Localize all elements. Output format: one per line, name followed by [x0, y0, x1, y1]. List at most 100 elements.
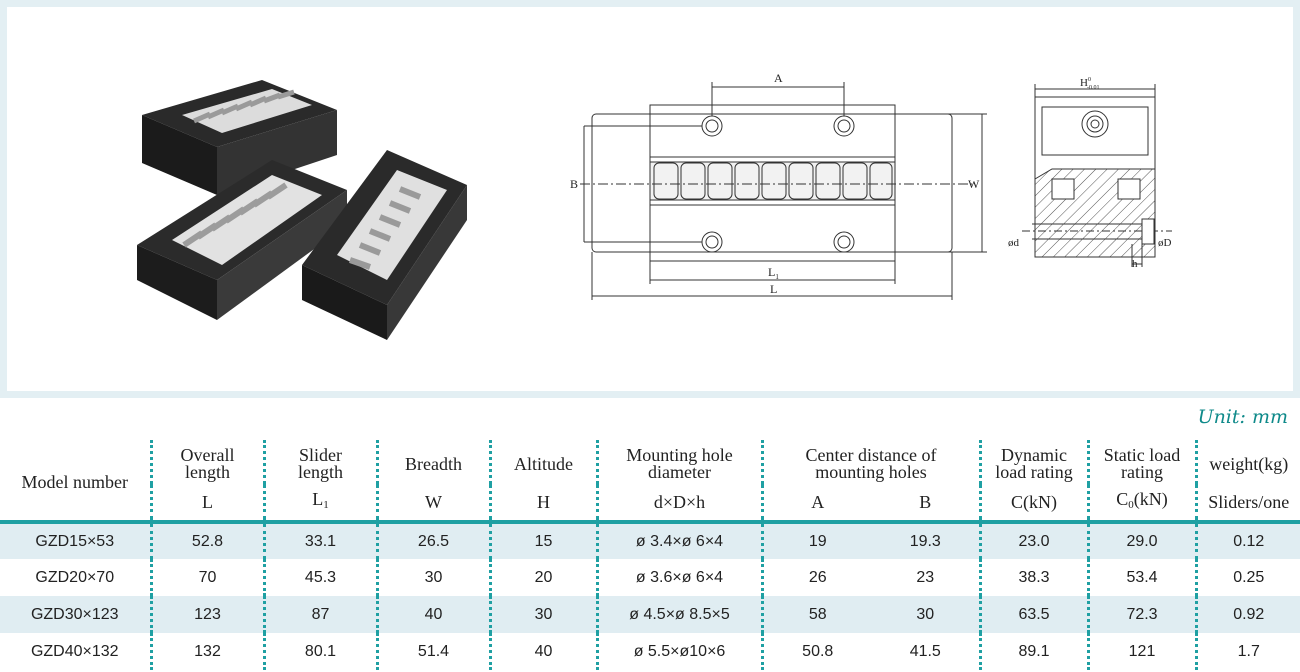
table-row: GZD20×70 70 45.3 30 20 ø 3.6×ø 6×4 26 23…: [0, 559, 1300, 596]
header-symbol-c: C(kN): [980, 484, 1090, 524]
cell-weight: 1.7: [1196, 633, 1300, 670]
slider-block-right: [302, 150, 467, 340]
cell-center-a: 58: [762, 596, 872, 633]
dim-label-h: H0 -0.01: [1080, 77, 1099, 91]
cell-center-a: 19: [762, 522, 872, 559]
cell-dynamic-load: 89.1: [980, 633, 1090, 670]
dim-label-h-main: H: [1080, 77, 1088, 89]
dim-label-h-tol-top: 0: [1088, 77, 1091, 83]
side-view-drawing: H0 -0.01 ød øD h: [1008, 77, 1172, 270]
header-weight: weight(kg): [1196, 440, 1300, 484]
header-center-distance-line1: Center distance of: [805, 445, 937, 465]
dim-label-b: B: [570, 177, 578, 191]
header-symbol-c0: C0(kN): [1088, 484, 1198, 524]
cell-static-load: 53.4: [1088, 559, 1198, 596]
cell-center-b: 30: [872, 596, 982, 633]
header-mounting-hole-line2: diameter: [648, 462, 711, 482]
slider-block-left: [137, 160, 347, 320]
header-model-number-text: Model number: [21, 471, 128, 492]
header-static-load-line1: Static load: [1103, 445, 1181, 465]
cell-breadth: 26.5: [377, 522, 492, 559]
unit-label: Unit: mm: [1197, 406, 1288, 428]
cell-slider-length: 33.1: [264, 522, 379, 559]
header-symbol-sliders: Sliders/one: [1196, 484, 1300, 524]
cell-overall-length: 70: [151, 559, 266, 596]
cell-slider-length: 45.3: [264, 559, 379, 596]
header-altitude: Altitude: [490, 440, 599, 484]
header-breadth: Breadth: [377, 440, 492, 484]
product-panel: A B W L1 L: [0, 0, 1300, 398]
cell-overall-length: 132: [151, 633, 266, 670]
slider-block-back: [142, 80, 337, 195]
header-symbol-h-text: H: [537, 491, 550, 512]
header-symbol-l1-text: L: [312, 488, 324, 509]
dim-label-l: L: [770, 282, 777, 296]
header-symbol-b: B: [872, 484, 982, 524]
cell-static-load: 29.0: [1088, 522, 1198, 559]
dim-label-a: A: [774, 71, 783, 85]
dim-label-l1: L1: [768, 265, 779, 281]
cell-weight: 0.12: [1196, 522, 1300, 559]
cell-overall-length: 52.8: [151, 522, 266, 559]
header-mounting-hole-line1: Mounting hole: [626, 445, 733, 465]
cell-altitude: 30: [490, 596, 599, 633]
cell-model: GZD40×132: [0, 633, 153, 670]
cell-center-b: 41.5: [872, 633, 982, 670]
header-symbol-h: H: [490, 484, 599, 524]
product-photo: [137, 80, 467, 340]
cell-slider-length: 80.1: [264, 633, 379, 670]
cell-static-load: 72.3: [1088, 596, 1198, 633]
header-symbol-l: L: [151, 484, 266, 524]
cell-dynamic-load: 63.5: [980, 596, 1090, 633]
dim-label-h-small: h: [1132, 258, 1138, 270]
header-symbol-c-text: C(kN): [1011, 491, 1058, 512]
header-symbol-ddh-text: d×D×h: [653, 491, 706, 512]
cell-weight: 0.25: [1196, 559, 1300, 596]
cell-dynamic-load: 23.0: [980, 522, 1090, 559]
cell-model: GZD30×123: [0, 596, 153, 633]
cell-breadth: 30: [377, 559, 492, 596]
header-overall-length-line1: Overall: [180, 445, 235, 465]
cell-center-b: 19.3: [872, 522, 982, 559]
header-symbol-c0-pre: C: [1116, 488, 1129, 509]
header-breadth-text: Breadth: [405, 453, 462, 474]
cell-center-b: 23: [872, 559, 982, 596]
cell-mounting-hole: ø 4.5×ø 8.5×5: [597, 596, 764, 633]
cell-slider-length: 87: [264, 596, 379, 633]
cell-breadth: 40: [377, 596, 492, 633]
cell-model: GZD20×70: [0, 559, 153, 596]
cell-altitude: 15: [490, 522, 599, 559]
dim-label-l1-sub: 1: [775, 273, 779, 281]
dim-label-d-small: ød: [1008, 237, 1020, 249]
cell-altitude: 20: [490, 559, 599, 596]
cell-center-a: 50.8: [762, 633, 872, 670]
cell-dynamic-load: 38.3: [980, 559, 1090, 596]
cell-static-load: 121: [1088, 633, 1198, 670]
cell-altitude: 40: [490, 633, 599, 670]
cell-overall-length: 123: [151, 596, 266, 633]
header-model-number: Model number: [0, 440, 153, 524]
cell-mounting-hole: ø 5.5×ø10×6: [597, 633, 764, 670]
dim-label-l1-main: L: [768, 265, 775, 279]
cell-center-a: 26: [762, 559, 872, 596]
dim-label-w: W: [968, 177, 980, 191]
table-row: GZD30×123 123 87 40 30 ø 4.5×ø 8.5×5 58 …: [0, 596, 1300, 633]
header-symbol-c0-post: (kN): [1133, 488, 1168, 509]
dim-label-d-large: øD: [1158, 237, 1172, 249]
dim-label-h-tol-bottom: -0.01: [1087, 85, 1100, 91]
top-view-drawing: A B W L1 L: [570, 71, 987, 300]
header-symbol-l-text: L: [202, 491, 213, 512]
header-symbol-w: W: [377, 484, 492, 524]
table-row: GZD40×132 132 80.1 51.4 40 ø 5.5×ø10×6 5…: [0, 633, 1300, 670]
header-symbol-c0-sub: 0: [1128, 498, 1134, 511]
header-symbol-a-text: A: [811, 491, 825, 512]
header-symbol-b-text: B: [919, 491, 932, 512]
header-symbol-l1: L1: [264, 484, 379, 524]
